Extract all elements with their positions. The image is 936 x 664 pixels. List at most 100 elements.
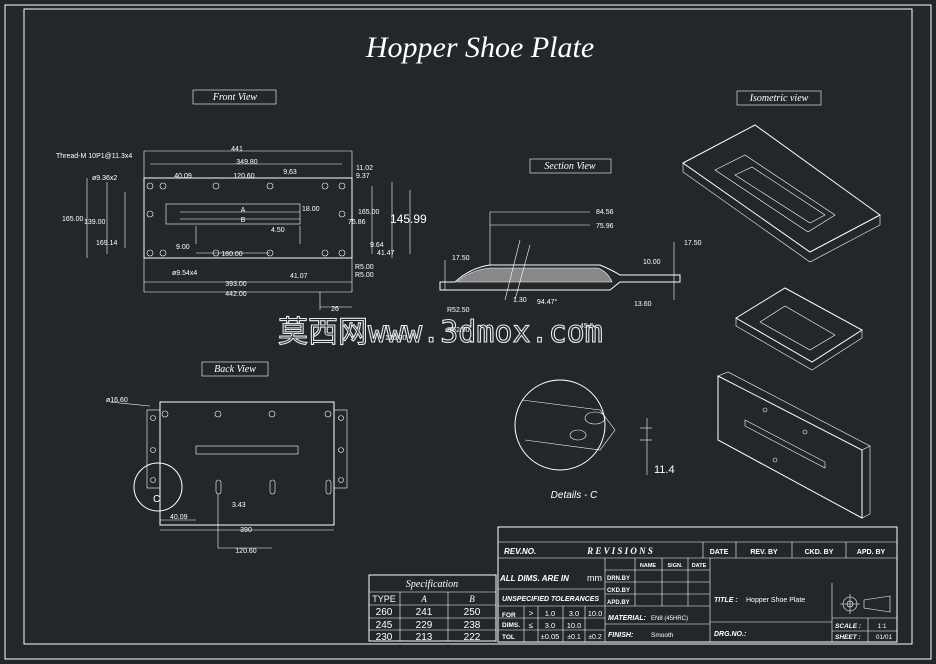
dim-442: 442.00 — [225, 291, 247, 298]
dim-4009: 40.09 — [170, 514, 188, 521]
spec-title: Specification — [406, 579, 458, 590]
dim-4107: 41.07 — [290, 273, 308, 280]
dim-26: 26 — [331, 306, 339, 313]
specification-table: Specification TYPE A B 260 241 250 245 2… — [368, 574, 497, 643]
dim-r52a: R52.50 — [447, 307, 470, 314]
section-view-label: Section View — [544, 161, 596, 172]
front-view-label-box — [192, 89, 277, 105]
dim-1000: 10.00 — [643, 259, 661, 266]
spec-cell: 241 — [416, 607, 433, 618]
for-label: FOR — [502, 612, 516, 619]
name-label: NAME — [640, 563, 657, 569]
dim-180: 180.00 — [221, 251, 243, 258]
iso-plate-3 — [717, 375, 863, 519]
spec-cell: 213 — [416, 632, 433, 643]
projection-symbol — [840, 594, 891, 614]
dim-165: 165.00 — [62, 216, 84, 223]
dim-165-right: 165.00 — [358, 209, 380, 216]
spec-cell: 250 — [464, 607, 481, 618]
dim-r5a: R5.00 — [355, 264, 374, 271]
units-mm: mm — [587, 573, 602, 583]
spec-header-b: B — [469, 594, 475, 604]
spec-cell: 229 — [416, 620, 433, 631]
dim-393: 393.00 — [225, 281, 247, 288]
rev-no-label: REV.NO. — [504, 547, 536, 556]
dim-7596: 75.96 — [596, 223, 614, 230]
dim-963: 9,63 — [283, 169, 297, 176]
apd-by-row: APD.BY — [607, 600, 630, 606]
tol-c3: 10.0 — [588, 609, 603, 618]
rev-by-label: REV. BY — [750, 549, 778, 556]
le-symbol: ≤ — [529, 621, 534, 630]
iso-plate-2 — [735, 287, 863, 363]
dim-1200: 120.00 — [385, 335, 407, 342]
front-view: Front View — [56, 89, 427, 313]
isometric-view: Isometric view — [682, 90, 881, 519]
dim-450: 4.50 — [271, 227, 285, 234]
tol-c2: 3.0 — [569, 609, 579, 618]
dim-900: 9.00 — [176, 244, 190, 251]
outer-border — [4, 4, 932, 660]
spec-cell: 238 — [464, 620, 481, 631]
dim-7586: 75.86 — [348, 219, 366, 226]
spec-cell: 230 — [376, 632, 393, 643]
title-value: Hopper Shoe Plate — [746, 597, 805, 604]
front-view-label: Front View — [212, 92, 257, 103]
inner-border — [23, 8, 913, 645]
gt-symbol: > — [529, 609, 534, 618]
section-view: Section View 84.56 75.96 17.50 17.50 10.… — [385, 158, 702, 342]
isometric-view-label-box — [736, 90, 822, 106]
detail-c-marker: C — [153, 494, 160, 505]
dim-937: 9.37 — [356, 173, 370, 180]
tol-c1: 1.0 — [545, 609, 555, 618]
back-slot — [195, 445, 299, 455]
section-hatch — [456, 267, 613, 283]
revisions-label: R E V I S I O N S — [586, 546, 653, 556]
dim-169: 169.14 — [96, 240, 118, 247]
spec-cell: 260 — [376, 607, 393, 618]
scale-label: SCALE : — [835, 623, 861, 630]
dim-455: 45.5 — [580, 323, 594, 330]
section-view-label-box — [529, 158, 612, 174]
dim-14599: 145.99 — [390, 212, 427, 226]
spec-header-type: TYPE — [372, 594, 396, 604]
title-block: REV.NO. R E V I S I O N S DATE REV. BY C… — [497, 526, 898, 643]
dim-390: 390 — [240, 527, 252, 534]
sheet-value: 01/01 — [876, 634, 893, 641]
scale-value: 1:1 — [877, 623, 886, 630]
dim-139: 139.00 — [84, 219, 106, 226]
detail-c: 11.4 Details - C — [514, 379, 675, 501]
apd-by-label: APD. BY — [857, 549, 886, 556]
tol-c2b: 3.0 — [545, 621, 555, 630]
drawing-title: Hopper Shoe Plate — [365, 31, 594, 64]
back-view-label-box — [201, 361, 269, 377]
dim-9447: 94.47° — [537, 298, 558, 306]
finish-label: FINISH: — [608, 632, 633, 639]
dim-a: A — [241, 207, 246, 214]
front-plate-outline — [143, 177, 353, 259]
ckd-by-label: CKD. BY — [805, 549, 834, 556]
dim-1750-right: 17.50 — [684, 240, 702, 247]
isometric-view-label: Isometric view — [749, 93, 809, 104]
drn-by-label: DRN.BY — [607, 576, 630, 582]
material-value: EN8 (45HRC) — [651, 616, 688, 622]
front-slot-outer — [165, 203, 301, 225]
dim-12060: 120.60 — [235, 548, 257, 555]
dim-130: 1.30 — [513, 297, 527, 304]
iso-plate-1 — [682, 124, 881, 253]
date-label: DATE — [692, 563, 707, 569]
detail-c-circle — [133, 462, 183, 512]
detail-c-view — [514, 379, 606, 471]
dim-96: ø9.54x4 — [172, 270, 197, 277]
back-plate-outline — [159, 401, 335, 526]
dim-r5b: R5.00 — [355, 272, 374, 279]
dim-349: 349.80 — [236, 159, 258, 166]
dim-r52b: R52.50 — [447, 327, 470, 334]
dim-441: 441 — [231, 146, 243, 153]
tol-c3b: 10.0 — [567, 621, 582, 630]
dim-114: 11.4 — [654, 464, 675, 476]
dim-hole: ø9.36x2 — [92, 175, 117, 182]
material-label: MATERIAL: — [608, 615, 646, 622]
tol-t1: ±0.05 — [541, 632, 560, 641]
